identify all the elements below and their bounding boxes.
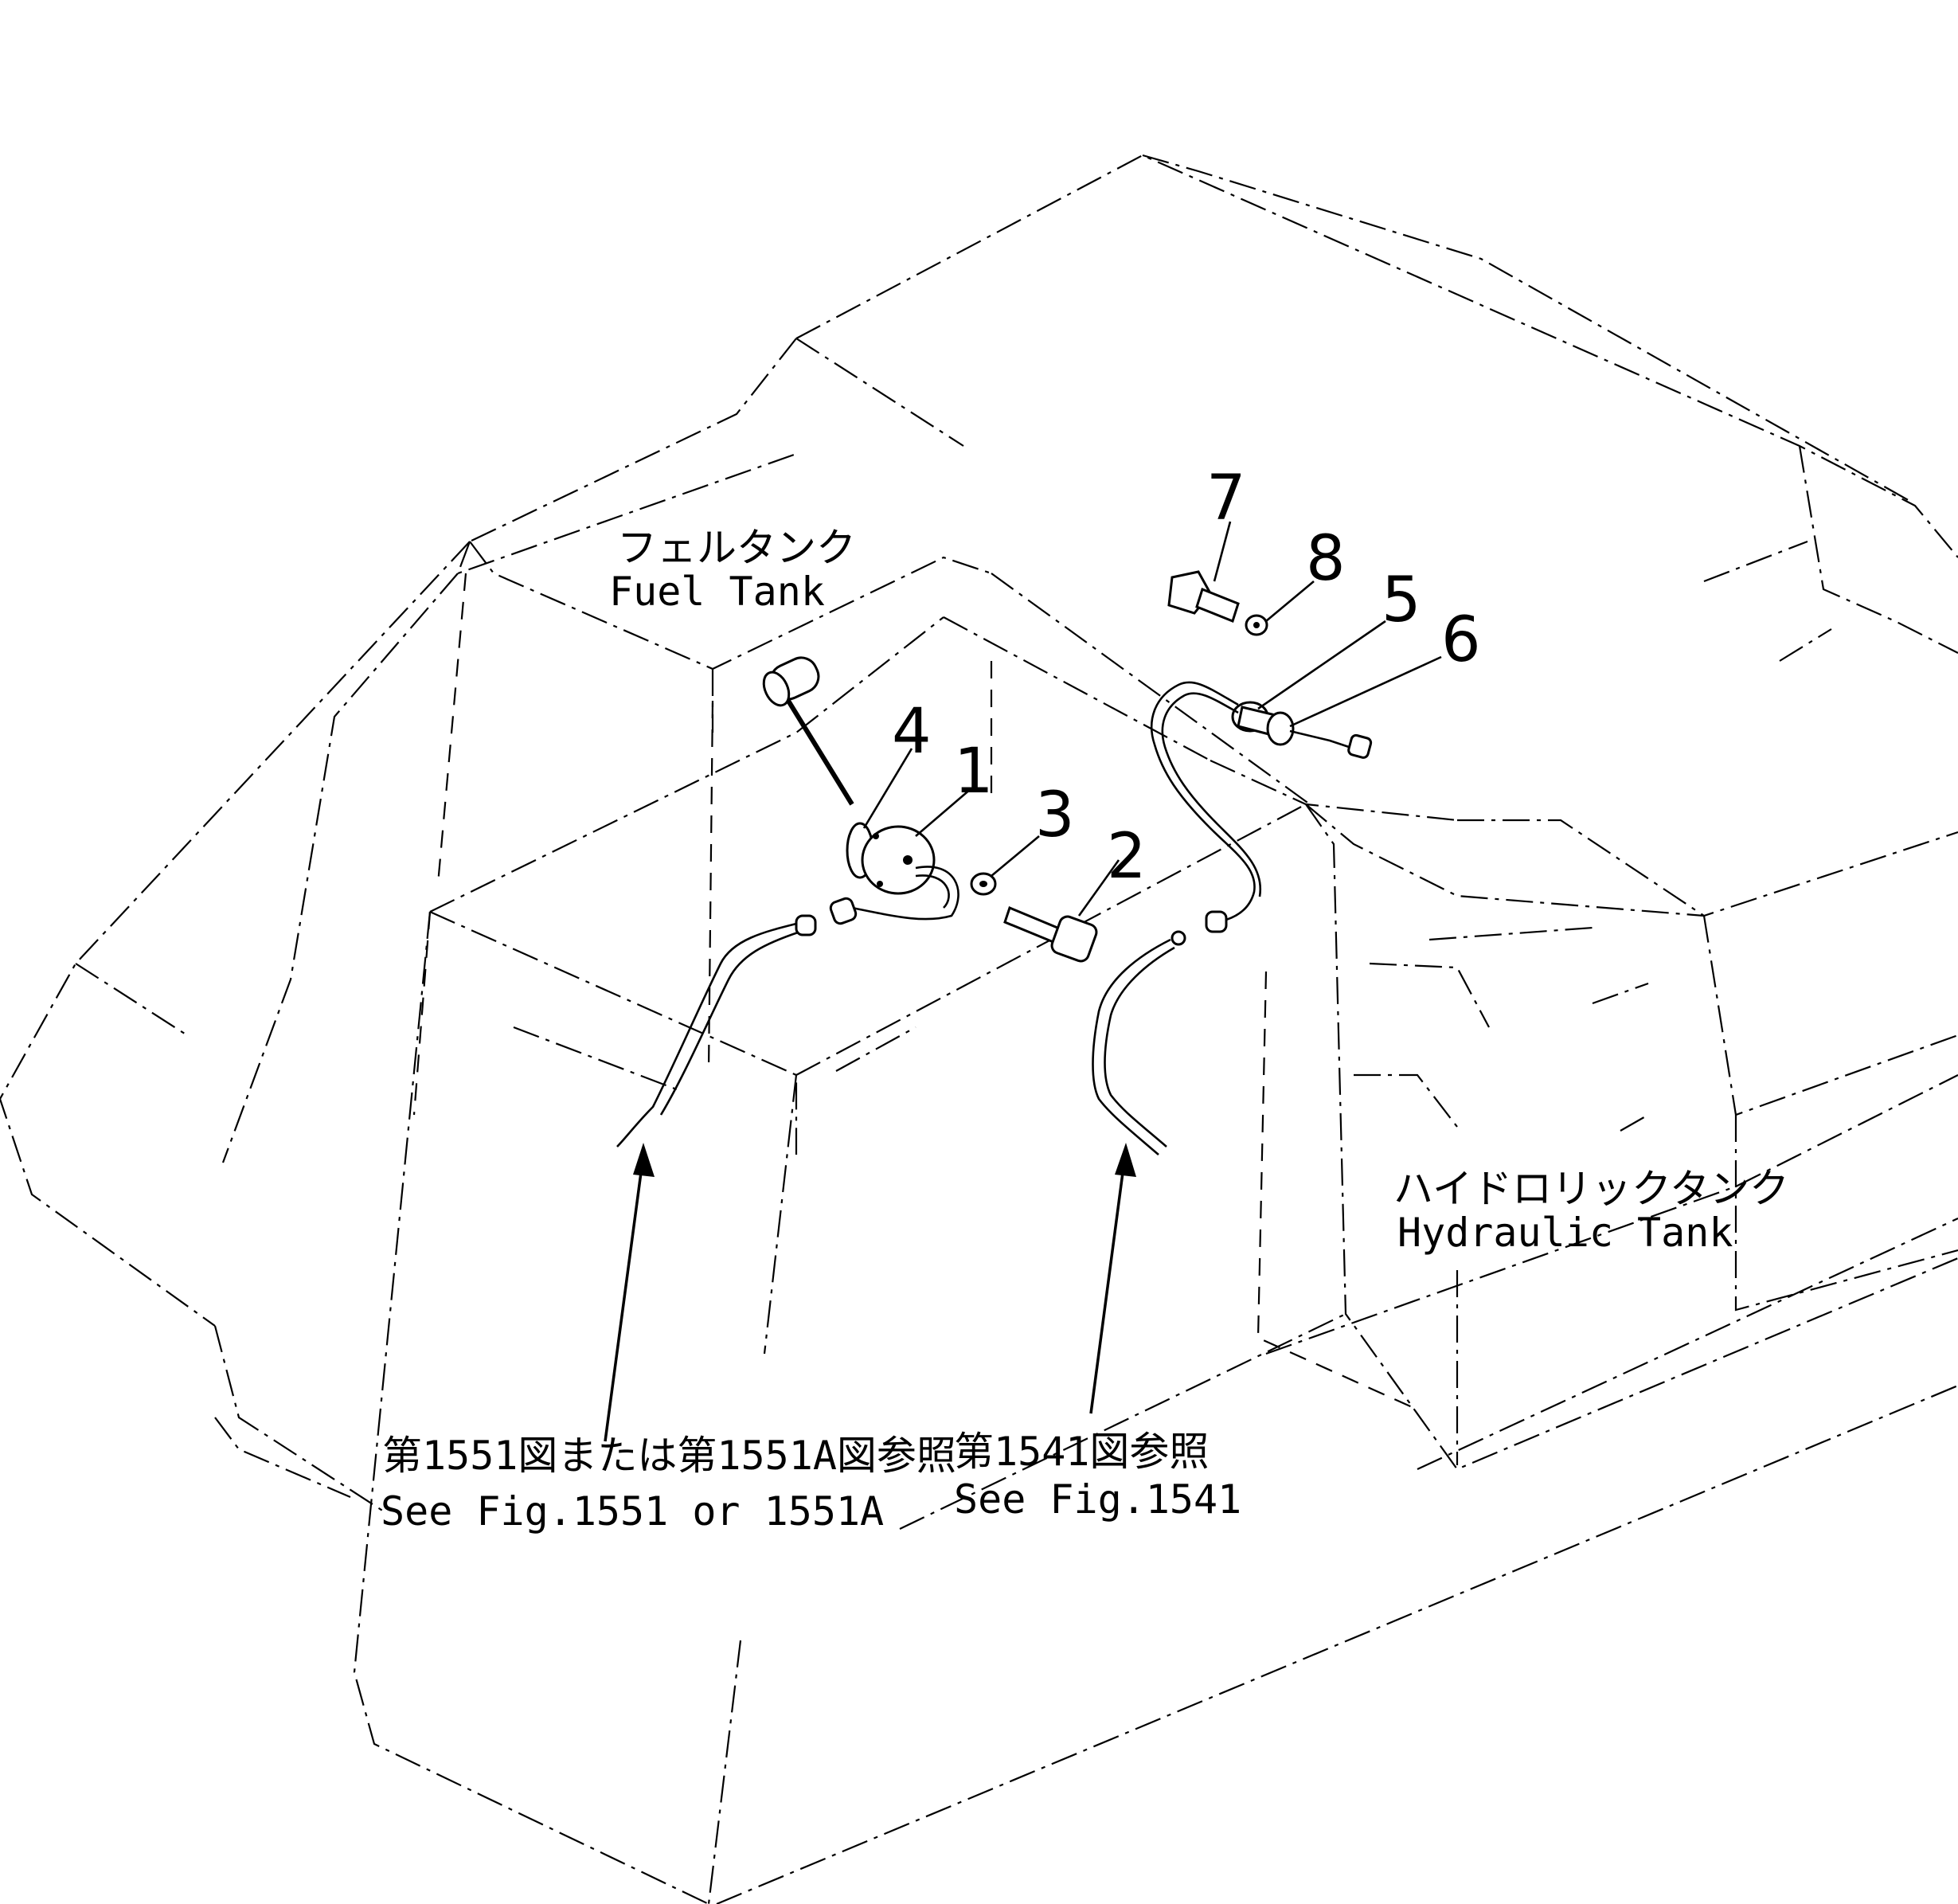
- callout-leaders: [862, 521, 1442, 917]
- callout-7: 7: [1206, 463, 1246, 534]
- callout-1: 1: [954, 736, 994, 807]
- fuel-level-sensor-assembly: [616, 656, 959, 1147]
- hidden-lines: [412, 573, 1418, 1411]
- reference-left-jp: 第1551図または第1551A図参照: [382, 1433, 956, 1479]
- float: [762, 656, 820, 707]
- bolt-part-2: [1003, 905, 1098, 963]
- callout-5: 5: [1382, 565, 1421, 636]
- callout-2: 2: [1107, 821, 1147, 893]
- bolt-part-7: [1167, 570, 1240, 623]
- callout-4: 4: [892, 696, 932, 768]
- fuel-tank-label-jp: フェルタンク: [617, 525, 856, 571]
- callout-3: 3: [1035, 780, 1075, 851]
- connector-part-6: [1266, 711, 1295, 746]
- fuel-tank-label-en: Fuel Tank: [609, 569, 825, 615]
- reference-left-en: See Fig.1551 or 1551A: [381, 1488, 884, 1535]
- hydraulic-tank-label-en: Hydraulic Tank: [1397, 1210, 1733, 1256]
- machine-body-outline: [0, 154, 1958, 1904]
- callout-8: 8: [1306, 523, 1346, 595]
- reference-right-en: See Fig.1541: [954, 1476, 1241, 1523]
- callout-6: 6: [1441, 604, 1481, 676]
- hydraulic-tank-label-jp: ハイドロリックタンク: [1393, 1166, 1789, 1212]
- reference-right-jp: 第1541図参照: [954, 1429, 1209, 1475]
- reference-arrows: [604, 1143, 1136, 1442]
- hydraulic-level-sensor-assembly: [1092, 570, 1373, 1155]
